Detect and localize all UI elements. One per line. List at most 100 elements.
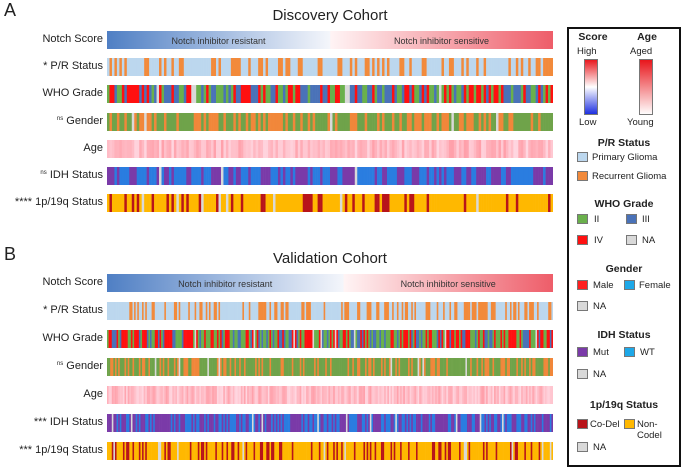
track-segment	[163, 167, 167, 185]
track-segment	[323, 414, 326, 432]
track-segment	[443, 414, 445, 432]
track-segment	[240, 302, 243, 320]
track-segment	[533, 302, 536, 320]
track-segment	[150, 442, 152, 460]
track-segment	[159, 330, 162, 348]
track-segment	[194, 358, 197, 376]
significance-marker: *	[43, 304, 48, 316]
track-segment	[520, 58, 524, 77]
track-segment	[126, 58, 130, 77]
track-segment	[368, 358, 371, 376]
track-segment	[134, 330, 136, 348]
row-label-text: Age	[83, 141, 103, 154]
track-segment	[498, 85, 502, 104]
track-segment	[145, 414, 148, 432]
track-segment	[419, 167, 422, 185]
track-segment	[395, 302, 398, 320]
track-segment	[258, 386, 261, 404]
track-segment	[297, 167, 301, 185]
track-segment	[166, 194, 170, 213]
track-segment	[110, 330, 113, 348]
track-segment	[411, 386, 414, 404]
legend: Score High Low Age Aged Young P/R Status…	[567, 27, 681, 467]
track-segment	[551, 442, 553, 460]
track-segment	[200, 358, 203, 376]
track-segment	[239, 442, 242, 460]
track-segment	[543, 194, 546, 213]
track-segment	[322, 167, 326, 185]
track-segment	[408, 330, 410, 348]
track-segment	[337, 386, 340, 404]
track-segment	[170, 414, 173, 432]
track-segment	[427, 302, 430, 320]
track-segment	[188, 85, 192, 104]
track-segment	[498, 112, 502, 131]
track-segment	[473, 302, 476, 320]
track-segment	[481, 194, 484, 213]
track-segment	[374, 302, 377, 320]
track-segment	[302, 85, 306, 104]
track-segment	[295, 194, 299, 213]
track-segment	[332, 58, 336, 77]
track-segment	[414, 330, 417, 348]
track-segment	[322, 358, 324, 376]
track-segment	[543, 414, 546, 432]
track-segment	[191, 414, 194, 432]
track-segment	[406, 139, 410, 158]
track-segment	[310, 302, 313, 320]
track-segment	[322, 194, 326, 213]
track-segment	[253, 85, 256, 104]
track-segment	[196, 167, 199, 185]
track-segment	[417, 330, 420, 348]
track-segment	[496, 85, 499, 104]
track-segment	[478, 330, 481, 348]
track-segment	[212, 358, 215, 376]
track-segment	[476, 414, 479, 432]
track-segment	[540, 112, 544, 131]
track-segment	[487, 442, 490, 460]
track-segment	[307, 85, 311, 104]
track-segment	[129, 85, 133, 104]
track-segment	[164, 414, 167, 432]
track-segment	[315, 194, 318, 213]
track-segment	[522, 386, 525, 404]
track-segment	[183, 302, 186, 320]
track-segment	[223, 386, 226, 404]
track-segment	[379, 167, 383, 185]
track-segment	[434, 85, 437, 104]
track-segment	[419, 85, 422, 104]
track-segment	[110, 302, 113, 320]
track-segment	[185, 358, 187, 376]
track-segment	[333, 330, 336, 348]
track-segment	[362, 85, 365, 104]
track-segment	[148, 414, 151, 432]
track-segment	[538, 442, 541, 460]
track-segment	[119, 414, 122, 432]
track-segment	[220, 85, 224, 104]
track-segment	[175, 442, 178, 460]
track-segment	[339, 194, 343, 213]
track-segment	[205, 358, 208, 376]
track-segment	[201, 194, 204, 213]
track-segment	[481, 302, 484, 320]
track-segment	[232, 442, 235, 460]
track-segment	[394, 112, 398, 131]
track-segment	[109, 58, 113, 77]
track-segment	[379, 302, 382, 320]
track-segment	[186, 167, 190, 185]
track-segment	[153, 442, 156, 460]
track-segment	[362, 58, 365, 77]
track-segment	[431, 167, 435, 185]
track-segment	[255, 112, 259, 131]
track-segment	[176, 112, 180, 131]
track-segment	[478, 386, 481, 404]
track-segment	[191, 194, 195, 213]
legend-label-codel: Co-Del	[590, 419, 620, 430]
track-segment	[357, 414, 359, 432]
track-segment	[171, 167, 175, 185]
track-segment	[250, 85, 254, 104]
track-segment	[406, 414, 409, 432]
track-segment	[153, 386, 156, 404]
track-segment	[516, 414, 519, 432]
track-segment	[186, 58, 190, 77]
